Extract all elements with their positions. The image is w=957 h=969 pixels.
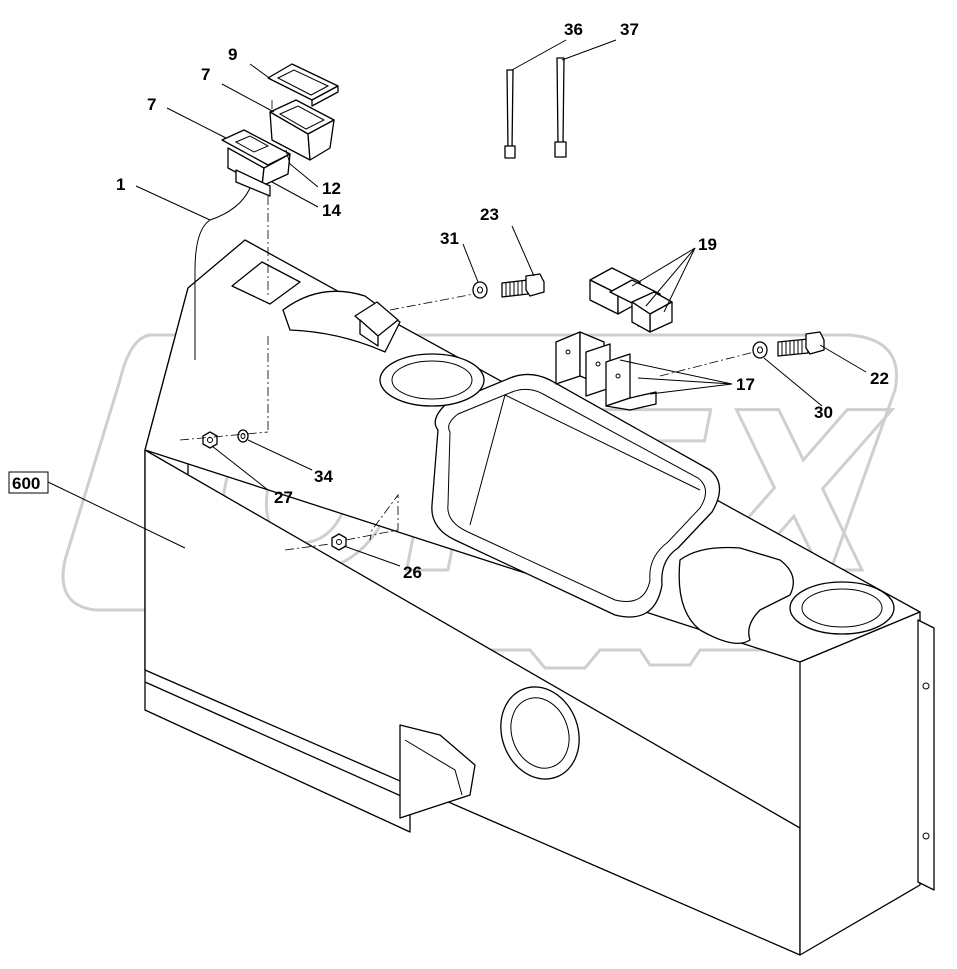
housing-right-face xyxy=(799,611,921,956)
part-37-cable-tie xyxy=(554,57,567,158)
group-label-box xyxy=(8,471,49,494)
alignment-lines xyxy=(179,100,755,551)
right-well xyxy=(678,546,794,644)
callout-14: 14 xyxy=(322,201,341,220)
part-22-bolt xyxy=(777,331,825,357)
watermark-gear-outline xyxy=(61,333,898,670)
callout-17: 17 xyxy=(736,375,755,394)
part-7-frame xyxy=(269,99,335,161)
center-well-outer xyxy=(431,373,721,618)
callout-30: 30 xyxy=(814,403,833,422)
callout-27: 27 xyxy=(274,488,293,507)
right-mounting-bracket xyxy=(917,619,935,891)
round-opening-left xyxy=(379,353,485,407)
part-36-cable-tie xyxy=(504,69,516,159)
group-label-text: 600 xyxy=(12,474,40,493)
part-34-washer xyxy=(237,429,249,443)
center-well-inner xyxy=(447,388,706,602)
shift-lever-housing xyxy=(282,290,401,353)
part-31-washer xyxy=(472,281,488,299)
recess-edge xyxy=(404,739,463,796)
callout-7-frame: 7 xyxy=(201,65,210,84)
callout-23: 23 xyxy=(480,205,499,224)
console-housing xyxy=(144,239,935,956)
callout-labels: 9 7 7 12 14 1 36 37 23 31 19 22 17 30 34… xyxy=(116,20,889,582)
housing-base-lip xyxy=(144,669,411,833)
part-23-bolt xyxy=(501,273,545,298)
part-7-rocker-switch xyxy=(221,129,291,197)
leader-lines xyxy=(47,39,867,567)
callout-37: 37 xyxy=(620,20,639,39)
callout-34: 34 xyxy=(314,467,333,486)
bracket-hole-lower xyxy=(922,832,930,840)
part-26-nut xyxy=(331,533,347,551)
group-label-600: 600 xyxy=(8,471,49,494)
well-floor-edges xyxy=(469,394,701,526)
part-9-cover xyxy=(267,63,339,107)
callout-9: 9 xyxy=(228,45,237,64)
callout-36: 36 xyxy=(564,20,583,39)
callout-26: 26 xyxy=(403,563,422,582)
round-opening-front xyxy=(500,686,580,780)
callout-1: 1 xyxy=(116,175,125,194)
top-square-opening xyxy=(231,261,301,305)
bracket-hole-upper xyxy=(922,682,930,690)
round-opening-right xyxy=(789,581,895,635)
part-19-connectors xyxy=(589,267,673,333)
callout-12: 12 xyxy=(322,179,341,198)
part-30-washer xyxy=(752,341,768,359)
callout-22: 22 xyxy=(870,369,889,388)
part-27-nut xyxy=(202,431,218,449)
part-17-switch-brackets xyxy=(555,331,657,411)
callout-7-switch: 7 xyxy=(147,95,156,114)
callout-19: 19 xyxy=(698,235,717,254)
callout-31: 31 xyxy=(440,229,459,248)
